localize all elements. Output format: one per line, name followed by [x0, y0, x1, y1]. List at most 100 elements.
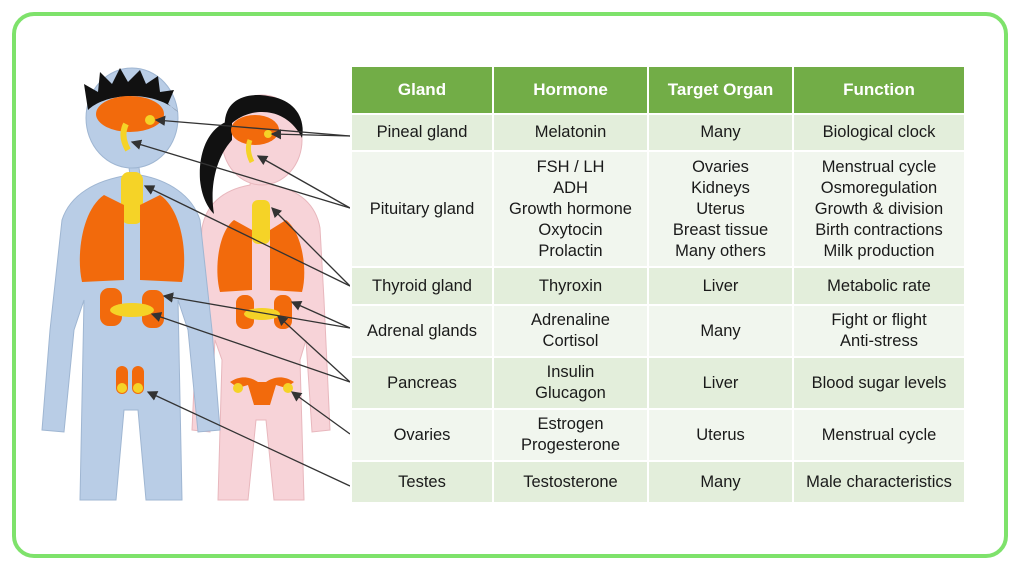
header-hormone: Hormone — [492, 65, 649, 115]
cell-target-organ-line: Many — [700, 321, 741, 340]
cell-function: Menstrual cycle — [792, 408, 966, 462]
male-pancreas — [110, 303, 154, 317]
cell-target-organ-line: Breast tissue — [672, 220, 769, 239]
pointer-ovaries — [290, 391, 351, 435]
female-uterus — [230, 377, 294, 405]
female-kidney-left — [236, 295, 254, 329]
cell-function-line: Menstrual cycle — [821, 425, 937, 444]
male-pineal — [145, 115, 155, 125]
cell-target-organ-line: Kidneys — [691, 178, 750, 197]
header-function: Function — [792, 65, 966, 115]
pointer-pancreas-male — [150, 312, 351, 383]
female-pituitary — [245, 139, 255, 164]
cell-function-line: Fight or flight — [831, 311, 927, 329]
cell-hormone-line: Glucagon — [535, 384, 606, 402]
cell-target-organ: Liver — [647, 356, 794, 410]
cell-gland: Thyroid gland — [350, 266, 494, 306]
cell-function-line: Milk production — [823, 241, 935, 260]
cell-function-line: Metabolic rate — [827, 276, 931, 295]
cell-target-organ: Many — [647, 460, 794, 504]
cell-function: Metabolic rate — [792, 266, 966, 306]
cell-hormone-line: ADH — [553, 178, 588, 197]
female-ovary-left — [233, 383, 243, 393]
cell-hormone: Testosterone — [492, 460, 649, 504]
cell-target-organ-line: Uterus — [696, 425, 745, 444]
male-testis-gland-right — [133, 383, 143, 393]
pointer-pineal-male — [154, 115, 351, 137]
male-lung-right — [140, 195, 185, 282]
cell-hormone-line: Growth hormone — [509, 199, 632, 218]
cell-target-organ-line: Uterus — [696, 199, 745, 218]
table-row: Testes Testosterone Many Male characteristi… — [350, 460, 966, 504]
cell-function-line: Osmoregulation — [820, 178, 938, 197]
male-kidney-left — [100, 288, 122, 326]
male-hair — [84, 68, 178, 112]
female-figure — [191, 94, 331, 501]
table-row: Thyroid gland Thyroxin Liver Metabolic rate — [350, 266, 966, 306]
cell-target-organ: Liver — [647, 266, 794, 306]
male-brain — [96, 96, 164, 132]
cell-hormone-line: FSH / LH — [536, 157, 605, 176]
pointer-pancreas-female — [277, 315, 351, 383]
cell-function-line: Birth contractions — [815, 220, 943, 239]
cell-target-organ: Many — [647, 113, 794, 152]
male-testis-gland-left — [117, 383, 127, 393]
pointer-adrenal-female — [290, 300, 351, 329]
cell-gland: Pancreas — [350, 356, 494, 410]
female-ovary-right — [283, 383, 293, 393]
male-thyroid — [121, 172, 143, 224]
cell-function-line: Biological clock — [822, 123, 936, 141]
cell-target-organ: Uterus — [647, 408, 794, 462]
female-hair — [224, 95, 303, 138]
cell-target-organ-line: Many others — [675, 241, 766, 260]
cell-function: Male characteristics — [792, 460, 966, 504]
cell-hormone-line: Testosterone — [523, 472, 618, 491]
table-header-row: Gland Hormone Target Organ Function — [350, 65, 966, 115]
cell-target-organ-line: Liver — [702, 373, 739, 392]
cell-hormone: Melatonin — [492, 113, 649, 152]
pointer-pituitary-female — [256, 155, 351, 209]
pointer-thyroid-male — [143, 185, 351, 287]
female-pineal — [264, 130, 272, 138]
cell-hormone-line: Prolactin — [538, 241, 603, 260]
cell-function: Biological clock — [792, 113, 966, 152]
cell-target-organ-line: Many — [700, 472, 741, 491]
pointer-pituitary-male — [130, 139, 351, 209]
cell-hormone: Thyroxin — [492, 266, 649, 306]
endocrine-table: Gland Hormone Target Organ Function Pine… — [350, 65, 966, 504]
female-lung-left — [217, 220, 252, 292]
cell-gland: Testes — [350, 460, 494, 504]
pointer-lines — [130, 115, 351, 487]
cell-function-line: Blood sugar levels — [811, 373, 947, 392]
male-lung-left — [79, 195, 124, 282]
pointer-thyroid-female — [271, 207, 351, 287]
pointer-pineal-female — [270, 129, 351, 140]
cell-function-line: Growth & division — [814, 199, 944, 218]
cell-function-line: Menstrual cycle — [821, 157, 937, 176]
cell-gland: Ovaries — [350, 408, 494, 462]
cell-function-line: Male characteristics — [806, 472, 952, 491]
cell-gland: Adrenal glands — [350, 304, 494, 358]
cell-hormone-line: Insulin — [546, 363, 595, 381]
cell-gland: Pineal gland — [350, 113, 494, 152]
male-figure — [41, 67, 221, 501]
cell-hormone-line: Oxytocin — [538, 220, 603, 239]
cell-hormone-line: Progesterone — [520, 436, 621, 454]
cell-target-organ-line: Ovaries — [692, 157, 749, 176]
cell-hormone-line: Thyroxin — [538, 276, 603, 295]
cell-target-organ-line: Liver — [702, 276, 739, 295]
cell-hormone-line: Adrenaline — [531, 311, 610, 329]
cell-function: Blood sugar levels — [792, 356, 966, 410]
male-pituitary — [120, 122, 131, 152]
